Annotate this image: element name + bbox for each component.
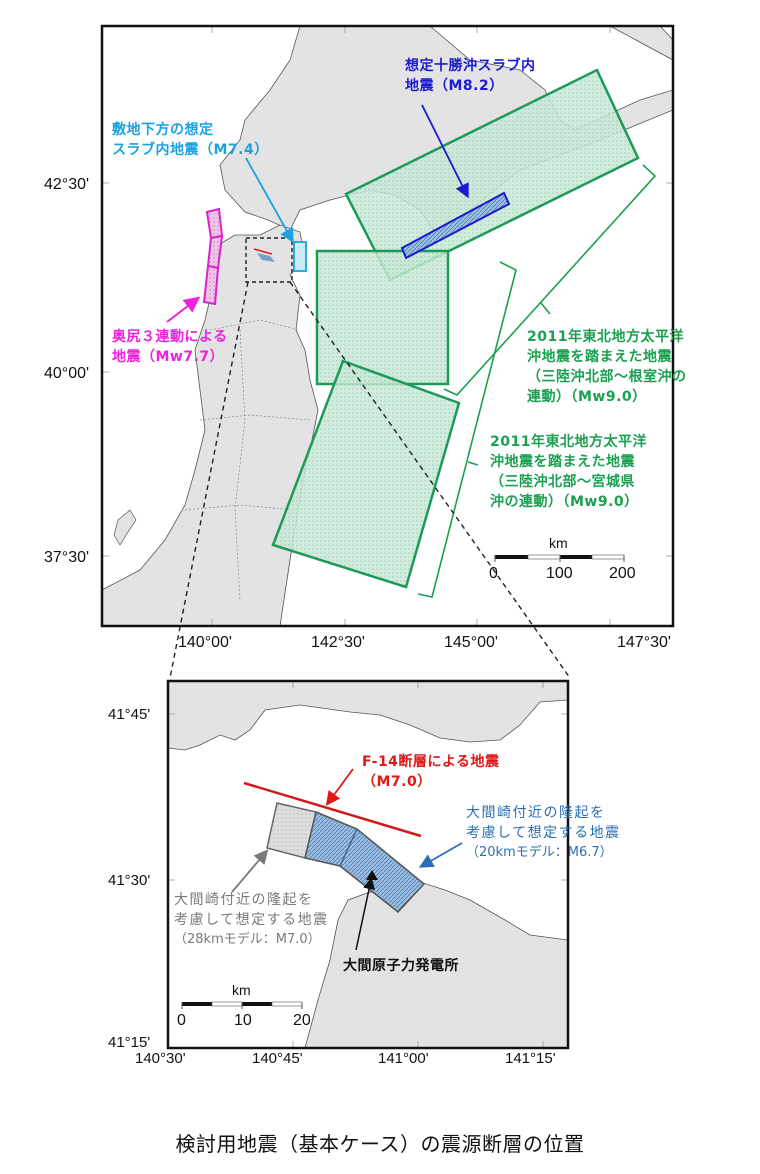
inset-map-frame: [166, 679, 570, 1050]
label-tohoku-nemuro: 2011年東北地方太平洋 沖地震を踏まえた地震 （三陸沖北部～根室沖の 連動）（…: [527, 329, 687, 405]
inset-scale-unit: km: [232, 982, 251, 998]
zone-sanriku-miyagi: [271, 359, 461, 589]
inset-scale-label-0: 0: [177, 1012, 186, 1029]
label-28km-model: 大間崎付近の隆起を 考慮して想定する地震 （28kmモデル：M7.0）: [174, 892, 329, 947]
arrow-plant: [355, 877, 375, 951]
inset-scale-bar: [181, 1001, 303, 1009]
inset-lon-tick-141-00: 141°00': [378, 1050, 429, 1067]
main-lon-tick-142-30: 142°30': [311, 634, 365, 651]
inset-lon-tick-140-30: 140°30': [135, 1050, 186, 1067]
arrow-f14: [325, 768, 354, 806]
inset-lat-tick-41-15: 41°15': [108, 1034, 151, 1051]
label-f14-fault: F-14断層による地震 （M7.0）: [362, 754, 500, 790]
main-map-frame: [100, 24, 675, 628]
bracket-miyagi: [417, 261, 517, 598]
label-20km-model: 大間崎付近の隆起を 考慮して想定する地震 （20kmモデル：M6.7）: [466, 805, 621, 860]
zone-sanriku-north: [315, 249, 450, 386]
main-lon-tick-145-00: 145°00': [444, 634, 498, 651]
bracket-nemuro: [443, 164, 657, 396]
fault-okushiri-3: [202, 264, 220, 306]
label-oma-nuclear-plant: 大間原子力発電所: [343, 958, 459, 974]
label-tokachi-slab: 想定十勝沖スラブ内 地震（M8.2）: [405, 58, 536, 94]
main-lat-tick-40-00: 40°00': [44, 365, 90, 382]
fault-f14: [243, 781, 422, 838]
main-lat-tick-37-30: 37°30': [44, 549, 90, 566]
main-scale-bar: [494, 554, 625, 562]
main-scale-label-200: 200: [609, 565, 636, 582]
main-scale-label-100: 100: [546, 565, 573, 582]
inset-scale-label-10: 10: [234, 1012, 252, 1029]
label-tohoku-miyagi: 2011年東北地方太平洋 沖地震を踏まえた地震 （三陸沖北部～宮城県 沖の連動）…: [490, 434, 647, 510]
main-lat-tick-42-30: 42°30': [44, 176, 90, 193]
main-scale-label-0: 0: [489, 565, 498, 582]
fault-tokachi-slab: [400, 191, 511, 260]
arrow-okushiri: [166, 296, 201, 323]
inset-map: [168, 681, 568, 1048]
figure-caption: 検討用地震（基本ケース）の震源断層の位置: [175, 1132, 585, 1156]
arrow-28km: [231, 849, 269, 893]
main-map: [102, 26, 673, 626]
inset-lat-tick-41-30: 41°30': [108, 872, 151, 889]
inset-source-box: [245, 237, 293, 283]
label-slab-below-site: 敷地下方の想定 スラブ内地震（M7.4）: [112, 122, 269, 158]
label-okushiri: 奥尻３連動による 地震（Mw7.7）: [112, 329, 228, 365]
arrow-slab-site: [245, 157, 294, 244]
inset-scale-label-20: 20: [293, 1012, 311, 1029]
inset-lat-tick-41-45: 41°45': [108, 706, 151, 723]
arrow-tokachi: [421, 104, 469, 199]
inset-lon-tick-140-45: 140°45': [252, 1050, 303, 1067]
main-scale-unit: km: [549, 535, 568, 551]
arrow-20km: [418, 842, 463, 868]
main-lon-tick-140-00: 140°00': [178, 634, 232, 651]
fault-slab-below-site: [293, 241, 307, 272]
main-lon-tick-147-30: 147°30': [617, 634, 671, 651]
inset-hokkaido-coast: [168, 681, 568, 751]
inset-lon-tick-141-15: 141°15': [505, 1050, 556, 1067]
